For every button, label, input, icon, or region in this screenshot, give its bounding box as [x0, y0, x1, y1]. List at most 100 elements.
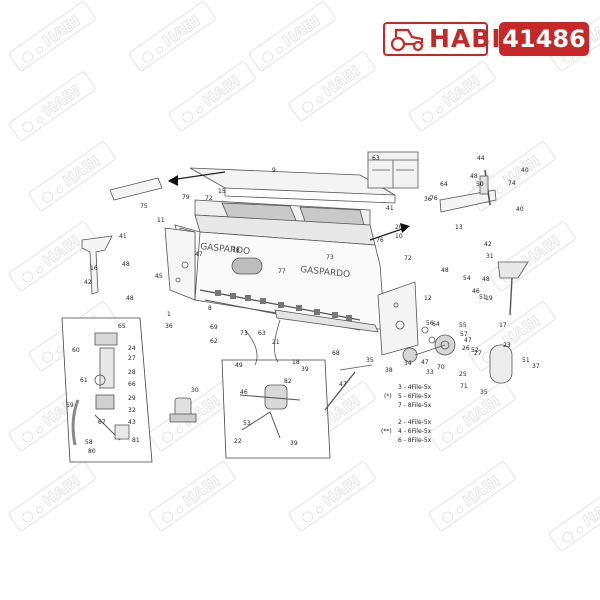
- callout-12: 12: [424, 295, 432, 302]
- callout-74: 74: [508, 180, 516, 187]
- callout-80: 80: [88, 448, 96, 455]
- callout-48: 48: [470, 173, 478, 180]
- callout-75: 75: [140, 203, 148, 210]
- callout-19: 19: [485, 295, 493, 302]
- callout-8: 8: [208, 305, 212, 312]
- callout-63: 63: [372, 155, 380, 162]
- right-side-plate: [377, 281, 419, 356]
- callout-42: 42: [84, 279, 92, 286]
- callout-41: 41: [386, 205, 394, 212]
- callout-10: 10: [395, 233, 403, 240]
- callout-15: 15: [218, 188, 226, 195]
- shaft-end-23: [489, 344, 513, 384]
- callout-43: 43: [128, 419, 136, 426]
- callout-66: 66: [128, 381, 136, 388]
- callout-36: 36: [165, 323, 173, 330]
- legend-g1-row3: 7 - 8File-5x: [398, 402, 432, 409]
- callout-68: 68: [332, 350, 340, 357]
- callout-42: 42: [484, 241, 492, 248]
- callout-27: 27: [128, 355, 136, 362]
- logo-wordmark: HABI: [429, 24, 502, 53]
- callout-30: 30: [191, 387, 199, 394]
- callout-27: 27: [474, 350, 482, 357]
- callout-67: 67: [98, 419, 106, 426]
- callout-36: 36: [424, 196, 432, 203]
- callout-1: 1: [167, 311, 171, 318]
- legend-g2-row2: 4 - 6File-5x: [398, 428, 432, 435]
- callout-46: 46: [472, 288, 480, 295]
- legend-g2-row1: 2 - 4File-5x: [398, 419, 432, 426]
- callout-39: 39: [301, 366, 309, 373]
- callout-49: 49: [235, 362, 243, 369]
- legend-g1-row2: 5 - 6File-5x: [398, 393, 432, 400]
- callout-23: 23: [503, 342, 511, 349]
- callout-52: 52: [471, 347, 479, 354]
- callout-48: 48: [441, 267, 449, 274]
- callout-63: 63: [258, 330, 266, 337]
- habi-logo: HABI: [383, 22, 501, 56]
- callout-32: 32: [128, 407, 136, 414]
- part-code-badge: 41486: [499, 22, 589, 56]
- tractor-icon: [390, 28, 424, 52]
- callout-40: 40: [516, 206, 524, 213]
- bracket-16: [81, 235, 113, 295]
- legend-g1-row1: 3 - 4File-5x: [398, 384, 432, 391]
- callout-81: 81: [132, 437, 140, 444]
- callout-76: 76: [430, 195, 438, 202]
- callout-17: 17: [499, 322, 507, 329]
- metering-rollers: [215, 290, 352, 321]
- callout-59: 59: [66, 402, 74, 409]
- callout-29: 29: [128, 395, 136, 402]
- callout-13: 13: [455, 224, 463, 231]
- callout-72: 72: [404, 255, 412, 262]
- callout-37: 37: [532, 363, 540, 370]
- callout-61: 61: [80, 377, 88, 384]
- legend-note-single: (*): [384, 393, 392, 400]
- callout-47: 47: [339, 381, 347, 388]
- legend-note-double: (**): [381, 428, 392, 435]
- callout-62: 62: [210, 338, 218, 345]
- callout-26: 26: [462, 345, 470, 352]
- callout-58: 58: [85, 439, 93, 446]
- callout-64: 64: [432, 321, 440, 328]
- callout-48: 48: [482, 276, 490, 283]
- bottom-bar: [274, 309, 379, 333]
- callout-33: 33: [426, 369, 434, 376]
- callout-65: 65: [118, 323, 126, 330]
- lever-bracket-13: [439, 189, 497, 213]
- callout-47: 47: [464, 337, 472, 344]
- callout-47: 47: [195, 251, 203, 258]
- callout-34: 34: [404, 360, 412, 367]
- legend-g2-row3: 6 - 8File-5x: [398, 437, 432, 444]
- callout-31: 31: [486, 253, 494, 260]
- callout-46: 46: [240, 389, 248, 396]
- callout-11: 11: [157, 217, 165, 224]
- callout-48: 48: [122, 261, 130, 268]
- callout-57: 57: [460, 331, 468, 338]
- callout-54: 54: [463, 275, 471, 282]
- callout-47: 47: [421, 359, 429, 366]
- callout-50: 50: [476, 181, 484, 188]
- legend-block: (*) 3 - 4File-5x 5 - 6File-5x 7 - 8File-…: [381, 384, 432, 444]
- callout-73: 73: [326, 254, 334, 261]
- callout-44: 44: [477, 155, 485, 162]
- callout-51: 51: [522, 357, 530, 364]
- callout-53: 53: [243, 420, 251, 427]
- callout-38: 38: [385, 367, 393, 374]
- left-side-plate: [164, 227, 196, 301]
- callout-45: 45: [155, 273, 163, 280]
- callout-82: 82: [284, 378, 292, 385]
- callout-41: 41: [119, 233, 127, 240]
- side-bracket-75: [109, 177, 163, 201]
- callout-71: 71: [460, 383, 468, 390]
- callout-22: 22: [234, 438, 242, 445]
- callout-21: 21: [272, 339, 280, 346]
- callout-64: 64: [440, 181, 448, 188]
- callout-18: 18: [292, 359, 300, 366]
- callout-35: 35: [480, 389, 488, 396]
- callout-56: 56: [426, 320, 434, 327]
- callout-51: 51: [479, 294, 487, 301]
- callout-40: 40: [521, 167, 529, 174]
